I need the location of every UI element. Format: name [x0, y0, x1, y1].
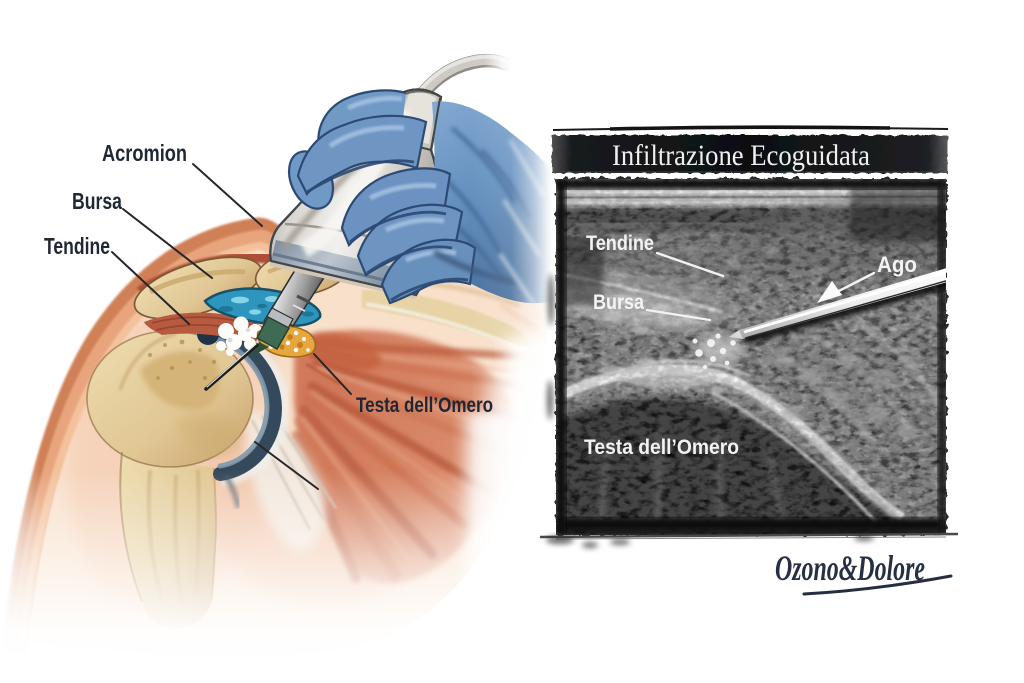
- svg-text:Bursa: Bursa: [72, 188, 122, 214]
- svg-text:Tendine: Tendine: [44, 233, 110, 259]
- svg-text:Infiltrazione Ecoguidata: Infiltrazione Ecoguidata: [612, 139, 870, 172]
- svg-text:Ago: Ago: [877, 252, 917, 277]
- svg-text:Acromion: Acromion: [102, 140, 187, 166]
- svg-text:Tendine: Tendine: [586, 232, 654, 255]
- svg-text:Testa dell’Omero: Testa dell’Omero: [584, 436, 739, 459]
- svg-text:Testa dell’Omero: Testa dell’Omero: [356, 394, 493, 417]
- svg-text:Ozono&Dolore: Ozono&Dolore: [775, 548, 925, 588]
- svg-text:Bursa: Bursa: [593, 291, 644, 314]
